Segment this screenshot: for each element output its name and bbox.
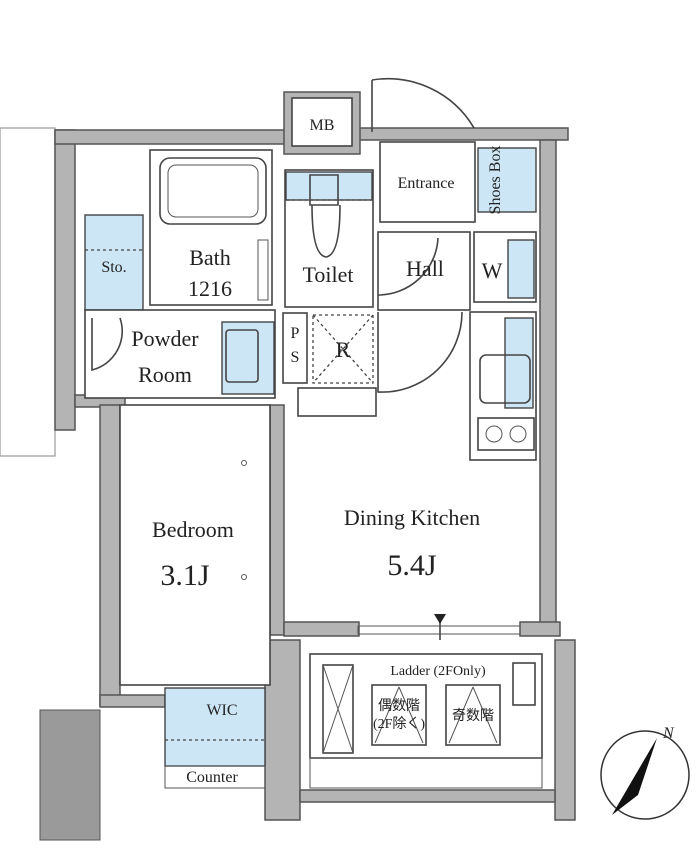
bath-label: Bath bbox=[189, 245, 231, 270]
even-floors-label-2: (2F除く) bbox=[373, 716, 425, 732]
toilet-label: Toilet bbox=[302, 262, 353, 287]
left-exterior-panel bbox=[0, 127, 56, 457]
dining-kitchen-size: 5.4J bbox=[387, 549, 437, 582]
storage-label: Sto. bbox=[101, 259, 126, 276]
bath: Bath 1216 bbox=[149, 149, 273, 306]
entry-marker-icon bbox=[434, 614, 446, 624]
compass-ring bbox=[600, 730, 690, 820]
hall: Hall bbox=[377, 231, 471, 393]
refrigerator-space: R bbox=[312, 314, 374, 384]
refrigerator-label: R bbox=[336, 337, 351, 362]
ps-shaft: P S bbox=[282, 312, 308, 384]
entrance-label: Entrance bbox=[398, 175, 455, 192]
kitchen-counter bbox=[469, 311, 537, 461]
odd-floors-label: 奇数階 bbox=[452, 707, 494, 724]
dining-kitchen: Dining Kitchen 5.4J bbox=[344, 505, 521, 640]
powder-room-label-1: Powder bbox=[131, 326, 199, 351]
mb-label: MB bbox=[310, 117, 335, 134]
powder-room: Powder Room bbox=[84, 309, 276, 399]
entrance: Entrance Shoes Box bbox=[379, 141, 537, 223]
ps-label-2: S bbox=[291, 349, 300, 366]
walk-in-closet: WIC Counter bbox=[164, 687, 266, 789]
shoes-box-label: Shoes Box bbox=[487, 146, 504, 215]
bedroom: Bedroom 3.1J bbox=[119, 404, 271, 686]
compass: N bbox=[600, 725, 690, 820]
compass-north-label: N bbox=[662, 725, 675, 742]
powder-room-label-2: Room bbox=[138, 362, 192, 387]
counter-label: Counter bbox=[186, 769, 238, 786]
meter-box: MB bbox=[283, 91, 361, 155]
hall-label: Hall bbox=[406, 256, 444, 281]
north-arrow-icon bbox=[612, 738, 657, 815]
storage: Sto. bbox=[84, 214, 144, 311]
washer-space: W bbox=[473, 231, 537, 303]
ladder-label: Ladder (2FOnly) bbox=[390, 664, 486, 679]
even-floors-label-1: 偶数階 bbox=[378, 698, 420, 714]
ps-label-1: P bbox=[291, 325, 300, 342]
washer-label: W bbox=[482, 258, 503, 283]
toilet: Toilet bbox=[284, 169, 374, 308]
wic-label: WIC bbox=[206, 702, 237, 719]
bedroom-size: 3.1J bbox=[160, 559, 210, 592]
shelf bbox=[297, 387, 377, 417]
entrance-door[interactable] bbox=[371, 77, 475, 132]
dining-kitchen-label: Dining Kitchen bbox=[344, 505, 480, 530]
bath-size: 1216 bbox=[188, 276, 232, 301]
bedroom-label: Bedroom bbox=[152, 517, 234, 542]
balcony: Ladder (2FOnly) 偶数階 (2F除く) 奇数階 bbox=[309, 653, 543, 789]
